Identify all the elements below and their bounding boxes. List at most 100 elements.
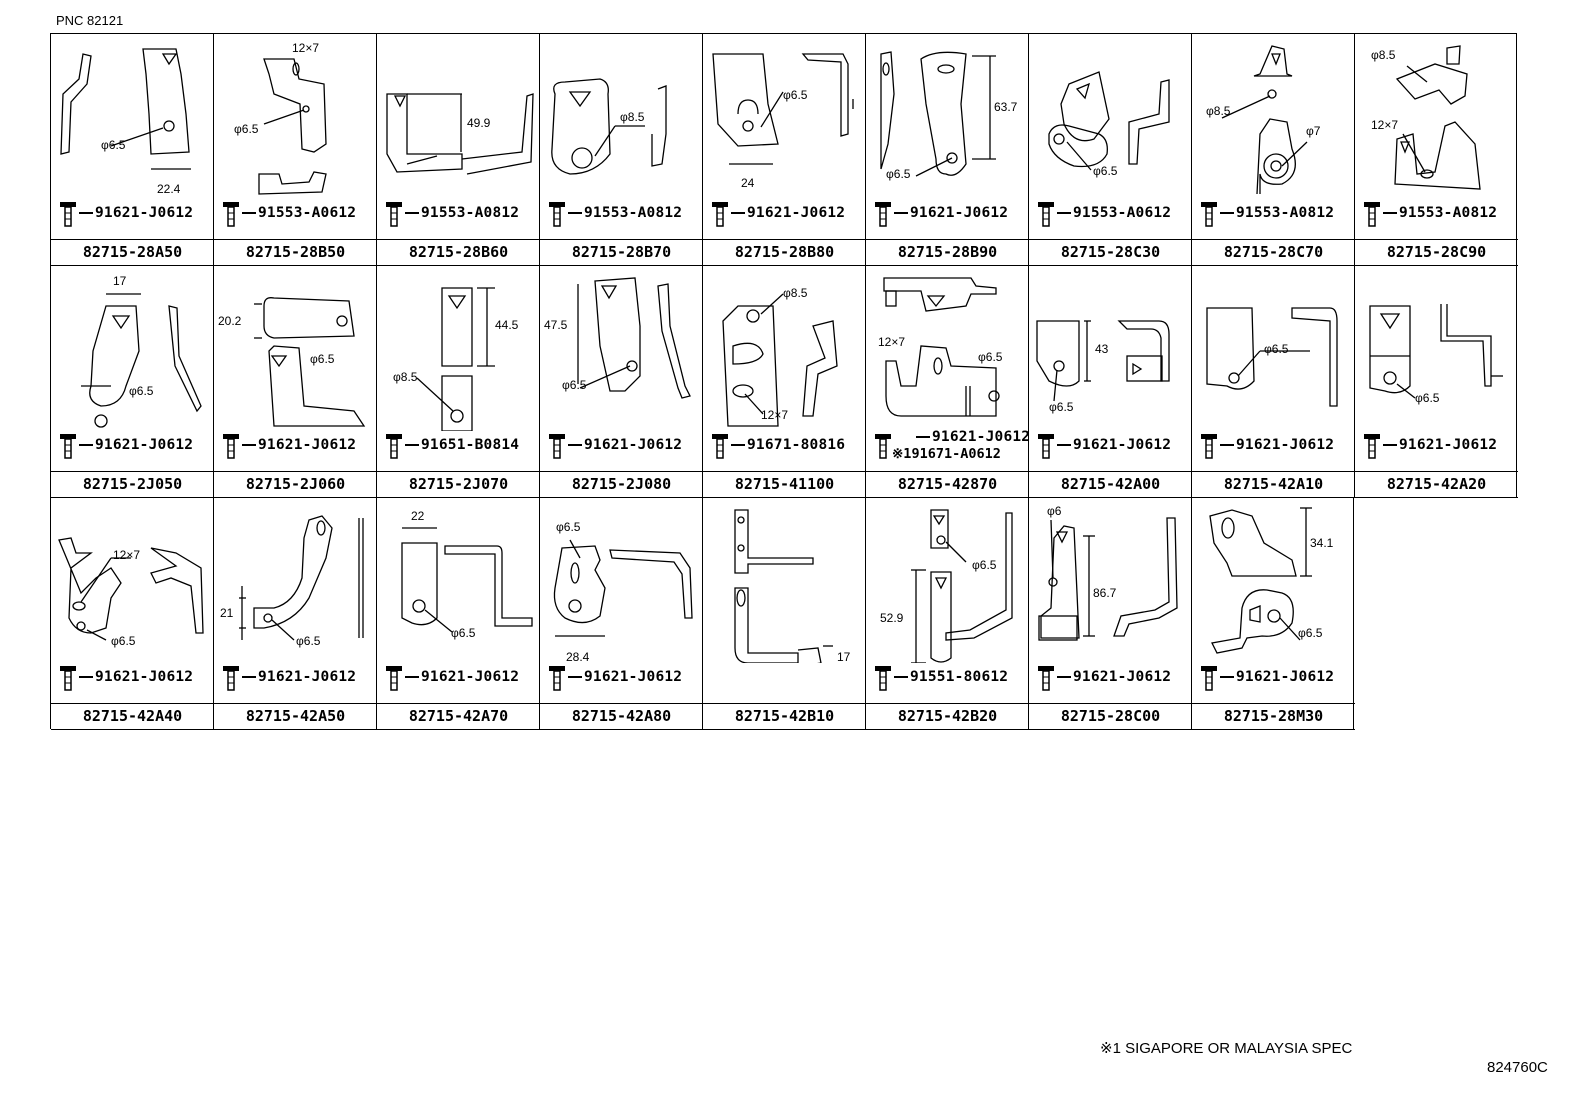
bolt-part-number: 91551-80612 <box>894 669 1008 685</box>
dimension-label: φ6.5 <box>1415 391 1440 405</box>
bolt-icon <box>223 434 239 459</box>
bolt-row: 91621-J0612 <box>383 663 539 693</box>
dimension-label: φ6.5 <box>451 626 476 640</box>
bolt-row: 91651-B0814 <box>383 431 539 461</box>
part-number: 82715-28B90 <box>866 239 1029 266</box>
part-number: 82715-28C00 <box>1029 703 1192 730</box>
part-cell[interactable]: 12×7 φ6.5 91621-J0612 ※191671-A0612 8271… <box>865 265 1030 498</box>
bolt-row: 91621-J0612 <box>709 199 865 229</box>
bolt-part-number: 91671-80816 <box>731 437 845 453</box>
bolt-icon <box>1038 202 1054 227</box>
part-number: 82715-28C30 <box>1029 239 1192 266</box>
part-number: 82715-28C90 <box>1355 239 1518 266</box>
dimension-label: 28.4 <box>566 650 590 664</box>
part-cell[interactable]: 49.9 91553-A0812 82715-28B60 <box>376 33 540 266</box>
bolt-part-number: 91621-J0612 <box>1057 437 1171 453</box>
parts-row: 12×7 φ6.5 91621-J0612 82715-42A40 21 φ6.… <box>50 497 1355 730</box>
parts-row: φ6.5 22.4 91621-J0612 82715-28A50 12×7 φ… <box>50 33 1518 266</box>
bolt-row: 91621-J0612 ※191671-A0612 <box>872 429 1030 462</box>
dimension-label: 12×7 <box>292 41 320 55</box>
bolt-part-number: 91621-J0612 <box>1057 669 1171 685</box>
part-number: 82715-2J080 <box>540 471 703 498</box>
part-cell[interactable]: 52.9 φ6.5 91551-80612 82715-42B20 <box>865 497 1029 730</box>
bolt-icon <box>223 202 239 227</box>
part-cell[interactable]: φ6.5 91621-J0612 82715-42A10 <box>1191 265 1355 498</box>
part-number: 82715-42870 <box>866 471 1029 498</box>
dimension-label: φ8.5 <box>783 286 808 300</box>
bolt-icon <box>223 666 239 691</box>
part-cell[interactable]: φ8.5 φ7 91553-A0812 82715-28C70 <box>1191 33 1355 266</box>
bolt-part-number: 91553-A0612 <box>1057 205 1171 221</box>
dimension-label: φ6.5 <box>310 352 335 366</box>
dimension-label: 47.5 <box>544 318 568 332</box>
part-cell[interactable]: 12×7 φ6.5 91621-J0612 82715-42A40 <box>50 497 214 730</box>
part-cell[interactable]: 44.5 φ8.5 91651-B0814 82715-2J070 <box>376 265 540 498</box>
part-cell[interactable]: 17 φ6.5 91621-J0612 82715-2J050 <box>50 265 214 498</box>
part-number: 82715-42B20 <box>866 703 1029 730</box>
dimension-label: 20.2 <box>218 314 242 328</box>
part-drawing: 17 <box>703 498 866 703</box>
part-cell[interactable]: φ6.5 28.4 91621-J0612 82715-42A80 <box>539 497 703 730</box>
part-cell[interactable]: 20.2 φ6.5 91621-J0612 82715-2J060 <box>213 265 377 498</box>
part-number: 82715-42A50 <box>214 703 377 730</box>
dimension-label: 17 <box>113 274 127 288</box>
part-number: 82715-28B80 <box>703 239 866 266</box>
part-drawing: 47.5 φ6.5 <box>540 266 703 471</box>
bolt-row: 91553-A0812 <box>546 199 702 229</box>
part-drawing: 12×7 φ6.5 <box>214 34 377 239</box>
part-cell[interactable]: 34.1 φ6.5 91621-J0612 82715-28M30 <box>1191 497 1355 730</box>
part-cell[interactable]: 47.5 φ6.5 91621-J0612 82715-2J080 <box>539 265 703 498</box>
bolt-row: 91553-A0812 <box>1198 199 1354 229</box>
bolt-icon <box>875 202 891 227</box>
part-cell[interactable]: φ8.5 12×7 91671-80816 82715-41100 <box>702 265 866 498</box>
dimension-label: φ6.5 <box>562 378 587 392</box>
bolt-part-number: 91621-J0612 <box>242 669 356 685</box>
bolt-icon <box>1201 434 1217 459</box>
bolt-row: 91621-J0612 <box>220 431 376 461</box>
bolt-icon <box>60 434 76 459</box>
bolt-row: 91553-A0612 <box>1035 199 1191 229</box>
bolt-row: 91621-J0612 <box>1361 431 1517 461</box>
bolt-row: 91621-J0612 <box>57 431 213 461</box>
dimension-label: φ7 <box>1306 124 1321 138</box>
part-drawing: 63.7 φ6.5 <box>866 34 1029 239</box>
bolt-part-number: 91621-J0612 <box>405 669 519 685</box>
part-cell[interactable]: 63.7 φ6.5 91621-J0612 82715-28B90 <box>865 33 1029 266</box>
bolt-icon <box>60 666 76 691</box>
part-cell[interactable]: φ6.5 24 91621-J0612 82715-28B80 <box>702 33 866 266</box>
dimension-label: φ6 <box>1047 504 1062 518</box>
part-cell[interactable]: 21 φ6.5 91621-J0612 82715-42A50 <box>213 497 377 730</box>
part-number: 82715-28A50 <box>51 239 214 266</box>
dimension-label: 63.7 <box>994 100 1018 114</box>
part-number: 82715-42B10 <box>703 703 866 730</box>
pnc-label: PNC 82121 <box>56 13 124 28</box>
part-cell[interactable]: φ6.5 22.4 91621-J0612 82715-28A50 <box>50 33 214 266</box>
part-cell[interactable]: 43 φ6.5 91621-J0612 82715-42A00 <box>1028 265 1192 498</box>
bolt-part-number: 91621-J0612 <box>894 205 1008 221</box>
dimension-label: 44.5 <box>495 318 519 332</box>
part-cell[interactable]: φ6.5 91553-A0612 82715-28C30 <box>1028 33 1192 266</box>
dimension-label: 86.7 <box>1093 586 1117 600</box>
parts-row: 17 φ6.5 91621-J0612 82715-2J050 20.2 φ6.… <box>50 265 1518 498</box>
bolt-part-number: 91553-A0812 <box>1220 205 1334 221</box>
part-cell[interactable]: 17 82715-42B10 <box>702 497 866 730</box>
dimension-label: 34.1 <box>1310 536 1334 550</box>
part-cell[interactable]: 12×7 φ6.5 91553-A0612 82715-28B50 <box>213 33 377 266</box>
bolt-icon <box>549 434 565 459</box>
dimension-label: 49.9 <box>467 116 491 130</box>
dimension-label: φ8.5 <box>393 370 418 384</box>
part-drawing: 49.9 <box>377 34 540 239</box>
bolt-part-number: 91621-J0612 <box>568 669 682 685</box>
bolt-icon <box>386 434 402 459</box>
part-cell[interactable]: φ6.5 91621-J0612 82715-42A20 <box>1354 265 1518 498</box>
dimension-label: 43 <box>1095 342 1109 356</box>
dimension-label: φ6.5 <box>1049 400 1074 414</box>
part-cell[interactable]: φ8.5 91553-A0812 82715-28B70 <box>539 33 703 266</box>
part-number: 82715-28C70 <box>1192 239 1355 266</box>
dimension-label: φ6.5 <box>978 350 1003 364</box>
dimension-label: φ8.5 <box>1206 104 1231 118</box>
part-cell[interactable]: φ8.5 12×7 91553-A0812 82715-28C90 <box>1354 33 1518 266</box>
bolt-icon <box>1201 202 1217 227</box>
part-cell[interactable]: φ6 86.7 91621-J0612 82715-28C00 <box>1028 497 1192 730</box>
part-cell[interactable]: 22 φ6.5 91621-J0612 82715-42A70 <box>376 497 540 730</box>
